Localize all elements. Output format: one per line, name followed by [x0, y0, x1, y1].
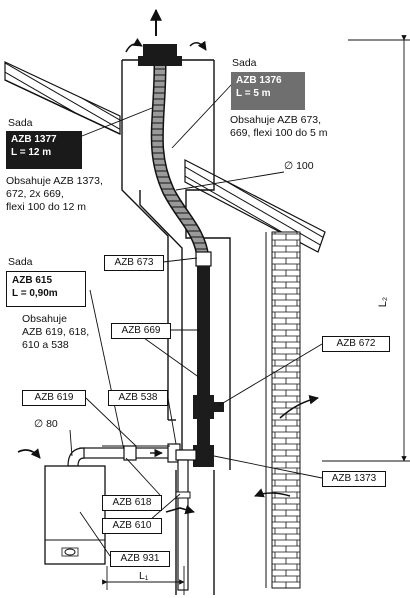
air-intake-pipe [175, 459, 191, 591]
boiler [44, 465, 106, 565]
kit-contents-615: Obsahuje AZB 619, 618, 610 a 538 [22, 313, 90, 351]
exhaust-arrow-icon [189, 40, 207, 51]
part-azb-1373: AZB 1373 [322, 471, 386, 487]
dimension-lines [102, 35, 410, 595]
kit-box-1377: AZB 1377 L = 12 m [6, 131, 82, 169]
kit-box-1376: AZB 1376 L = 5 m [231, 72, 305, 110]
part-azb-610: AZB 610 [102, 518, 162, 534]
kit-code-1376: AZB 1376 [236, 75, 282, 86]
leader-lines [69, 83, 323, 557]
chimney-cap [138, 8, 182, 66]
air-intake-arrow-icon [17, 448, 41, 459]
part-azb-673: AZB 673 [104, 255, 164, 271]
diameter-100-label: ∅ 100 [284, 160, 314, 172]
rigid-flue-669 [197, 266, 210, 466]
brick-wall [271, 231, 301, 589]
flow-arrow-icon [165, 505, 195, 515]
diameter-80-label: ∅ 80 [34, 418, 58, 430]
tee-672 [193, 395, 214, 419]
kit-label-1376: Sada [232, 57, 257, 69]
kit-code-615: AZB 615 [12, 275, 53, 286]
kit-contents-1377: Obsahuje AZB 1373, 672, 2x 669, flexi 10… [6, 175, 103, 213]
left-roof [4, 61, 121, 135]
flue-connection [67, 443, 197, 467]
air-intake-arrow-icon [279, 394, 319, 419]
dimension-l2-label: L₂ [377, 296, 390, 308]
kit-length-1376: L = 5 m [236, 88, 271, 99]
part-azb-538: AZB 538 [108, 390, 168, 406]
part-azb-931: AZB 931 [110, 551, 170, 567]
kit-label-615: Sada [8, 256, 33, 268]
kit-length-1377: L = 12 m [11, 147, 52, 158]
kit-box-615: AZB 615 L = 0,90m [6, 271, 86, 307]
base-1373 [193, 445, 214, 467]
kit-contents-1376: Obsahuje AZB 673, 669, flexi 100 do 5 m [230, 114, 328, 139]
part-azb-618: AZB 618 [102, 495, 162, 511]
part-azb-672: AZB 672 [322, 336, 390, 352]
part-azb-619: AZB 619 [22, 390, 86, 406]
exhaust-arrow-icon [125, 37, 143, 53]
air-intake-arrow-icon [254, 488, 291, 498]
kit-label-1377: Sada [8, 117, 33, 129]
part-azb-669: AZB 669 [111, 323, 171, 339]
kit-code-1377: AZB 1377 [11, 134, 57, 145]
dimension-l1-label: L₁ [139, 570, 149, 582]
adapter-673 [195, 251, 212, 267]
kit-length-615: L = 0,90m [12, 288, 58, 299]
